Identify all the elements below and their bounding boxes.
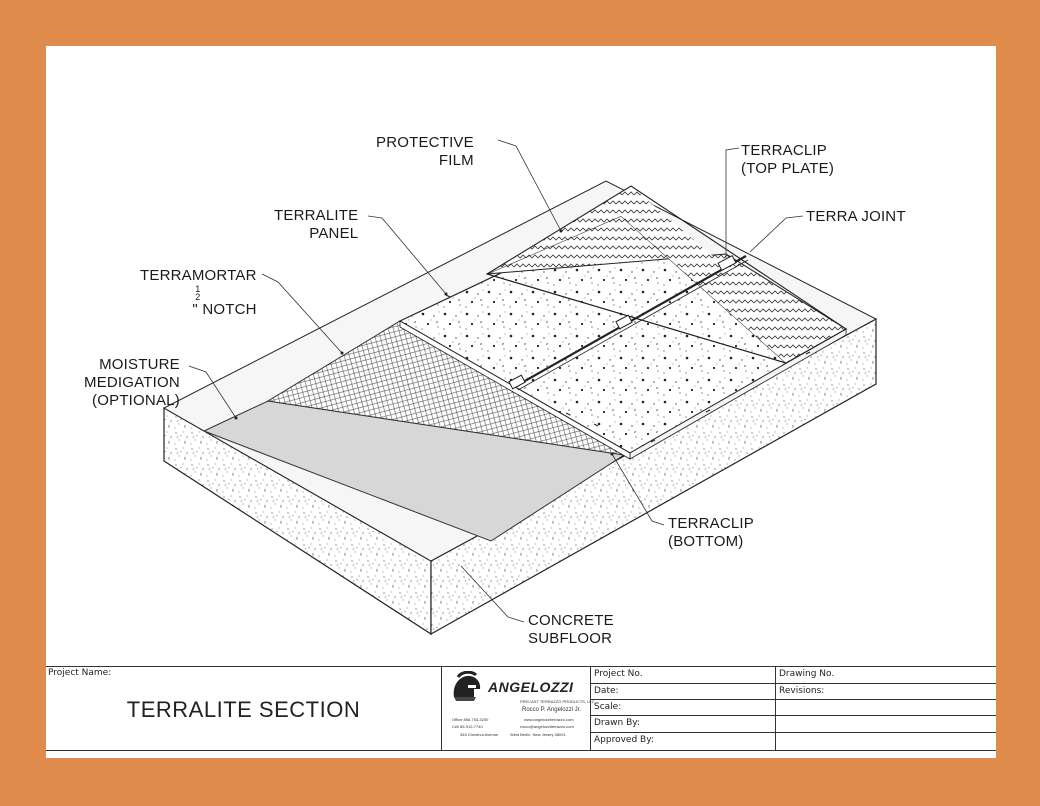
company-logo-cell: ANGELOZZI PRECAST TERRAZZO PRODUCTS, LLC… <box>442 667 595 750</box>
row-project-no: Project No. Drawing No. <box>591 667 996 684</box>
logo-person: Rocco P. Angelozzi Jr. <box>522 707 581 713</box>
title-block: Project Name: TERRALITE SECTION ANGELOZZ… <box>46 666 996 751</box>
row-date: Date: Revisions: <box>591 684 996 700</box>
project-name-label: Project Name: <box>48 668 112 678</box>
row-approved-by: Approved By: <box>591 733 996 750</box>
isometric-section-drawing <box>162 139 878 636</box>
revisions-label: Revisions: <box>779 686 825 696</box>
leader-terraclip-bottom <box>611 453 665 526</box>
terraclip-plate-1 <box>717 255 737 271</box>
logo-name: ANGELOZZI <box>488 679 574 695</box>
leader-terra-joint <box>749 215 804 253</box>
row-drawn-by: Drawn By: <box>591 716 996 733</box>
title-fields: Project No. Drawing No. Date: Revisions:… <box>591 667 996 750</box>
row-scale: Scale: <box>591 700 996 716</box>
project-name-cell: Project Name: TERRALITE SECTION <box>46 667 442 750</box>
logo-cell: Cell 85-912-7740 <box>452 724 483 729</box>
project-no-label: Project No. <box>594 669 643 679</box>
leader-protective-film <box>497 139 562 232</box>
film-layer-2 <box>487 186 846 363</box>
helmet-logo-icon <box>453 671 481 701</box>
leader-moisture <box>188 365 237 419</box>
callout-terraclip-bottom: TERRACLIP (BOTTOM) <box>668 515 754 550</box>
date-label: Date: <box>594 686 619 696</box>
terraclip-plate-3 <box>508 374 526 390</box>
logo-street: 345 Chestnut Avenue <box>460 732 499 737</box>
drawing-sheet: PROTECTIVE FILM TERRACLIP (TOP PLATE) TE… <box>46 46 996 758</box>
approved-by-label: Approved By: <box>594 735 654 745</box>
project-title: TERRALITE SECTION <box>126 697 361 722</box>
scale-label: Scale: <box>594 702 622 712</box>
callout-terraclip-top: TERRACLIP (TOP PLATE) <box>741 142 835 177</box>
terraclip-plate-2 <box>615 314 633 330</box>
leader-terraclip-top <box>725 147 740 258</box>
callout-moisture: MOISTURE MEDIGATION (OPTIONAL) <box>84 356 180 409</box>
panel-left-edge <box>399 320 631 460</box>
callout-protective-film: PROTECTIVE FILM <box>376 134 474 169</box>
leader-terramortar <box>261 273 343 354</box>
leader-terralite-panel <box>367 215 447 295</box>
callout-terralite-panel: TERRALITE PANEL <box>274 207 359 242</box>
logo-company: PRECAST TERRAZZO PRODUCTS, LLC <box>520 699 595 704</box>
leader-concrete <box>460 565 525 623</box>
logo-city: West Berlin, New Jersey 08091 <box>510 732 566 737</box>
logo-email: rocco@angelozziterrazzo.com <box>520 724 574 729</box>
callout-concrete: CONCRETE SUBFLOOR <box>528 612 614 647</box>
logo-office: Office 856-753-3200 <box>452 717 489 722</box>
logo-web: www.angelozziterrazzo.com <box>524 717 574 722</box>
callout-terra-joint: TERRA JOINT <box>806 208 906 225</box>
drawing-no-label: Drawing No. <box>779 669 835 679</box>
drawn-by-label: Drawn By: <box>594 718 640 728</box>
